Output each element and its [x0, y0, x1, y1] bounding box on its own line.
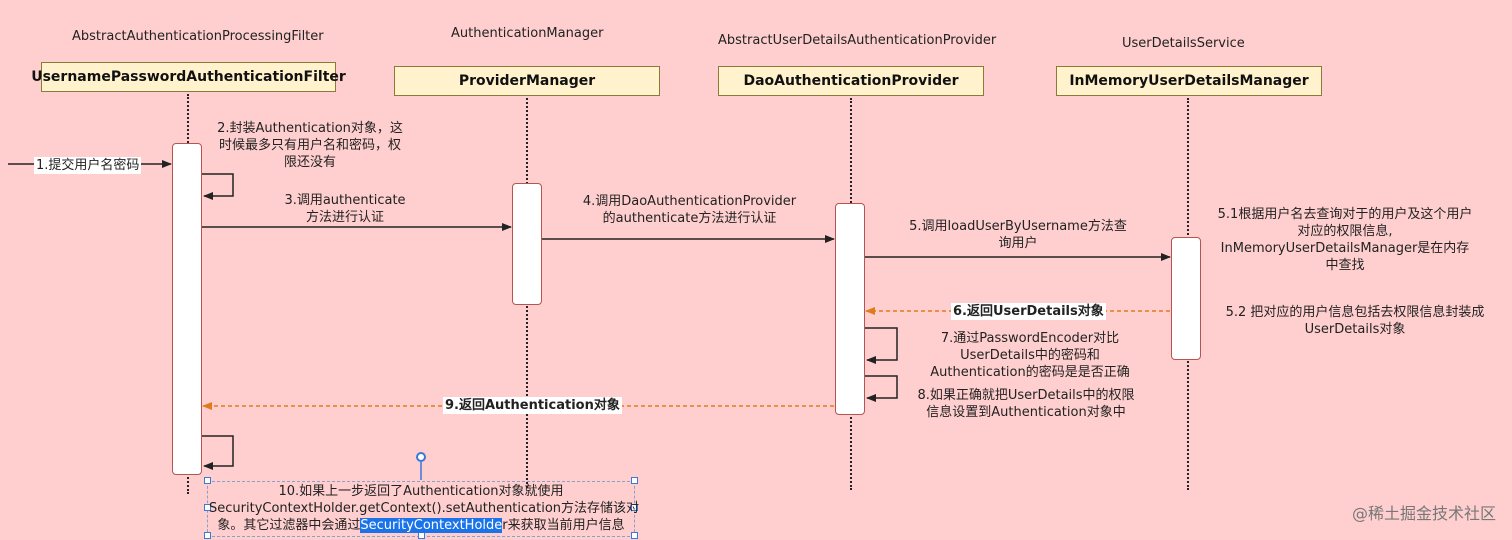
- label-step-9[interactable]: 9.返回Authentication对象: [443, 397, 622, 414]
- label-step-8[interactable]: 8.如果正确就把UserDetails中的权限信息设置到Authenticati…: [917, 388, 1135, 420]
- label-step-5[interactable]: 5.调用loadUserByUsername方法查询用户: [909, 219, 1127, 251]
- resize-handle-top-left[interactable]: [204, 477, 211, 484]
- selected-text: SecurityContextHolde: [360, 518, 503, 533]
- label-step-1[interactable]: 1.提交用户名密码: [34, 157, 142, 174]
- arrow-step-2: [202, 173, 234, 200]
- label-step-10[interactable]: 10.如果上一步返回了Authentication对象就使用 SecurityC…: [209, 484, 640, 533]
- label-step-2[interactable]: 2.封装Authentication对象，这时候最多只有用户名和密码，权限还没有: [217, 121, 403, 170]
- resize-handle-bottom-right[interactable]: [631, 532, 638, 539]
- activation-dao-provider[interactable]: [835, 203, 865, 415]
- resize-handle-middle-left[interactable]: [204, 504, 211, 511]
- participant-provider-manager[interactable]: ProviderManager: [394, 66, 660, 96]
- rotate-handle-stem: [420, 462, 422, 480]
- label-step-6[interactable]: 6.返回UserDetails对象: [951, 303, 1106, 320]
- resize-handle-middle-right[interactable]: [631, 504, 638, 511]
- arrow-step-8: [865, 375, 898, 402]
- activation-filter[interactable]: [172, 143, 202, 475]
- rotate-handle-icon[interactable]: [416, 452, 426, 462]
- arrow-step-7: [865, 327, 898, 364]
- participant-user-details-manager[interactable]: InMemoryUserDetailsManager: [1056, 66, 1322, 96]
- activation-user-details-manager[interactable]: [1171, 237, 1201, 360]
- arrow-step-10: [202, 435, 234, 470]
- stereotype-manager: AuthenticationManager: [451, 26, 604, 41]
- stereotype-filter: AbstractAuthenticationProcessingFilter: [72, 29, 324, 44]
- stereotype-provider: AbstractUserDetailsAuthenticationProvide…: [718, 33, 997, 48]
- label-step-5-1[interactable]: 5.1根据用户名去查询对于的用户及这个用户对应的权限信息,InMemoryUse…: [1217, 207, 1473, 273]
- participant-filter[interactable]: UsernamePasswordAuthenticationFilter: [31, 62, 346, 92]
- participant-dao-provider[interactable]: DaoAuthenticationProvider: [718, 66, 984, 96]
- activation-provider-manager[interactable]: [512, 183, 542, 305]
- watermark: @稀土掘金技术社区: [1351, 504, 1496, 523]
- stereotype-service: UserDetailsService: [1122, 36, 1245, 51]
- resize-handle-top-right[interactable]: [631, 477, 638, 484]
- resize-handle-bottom-left[interactable]: [204, 532, 211, 539]
